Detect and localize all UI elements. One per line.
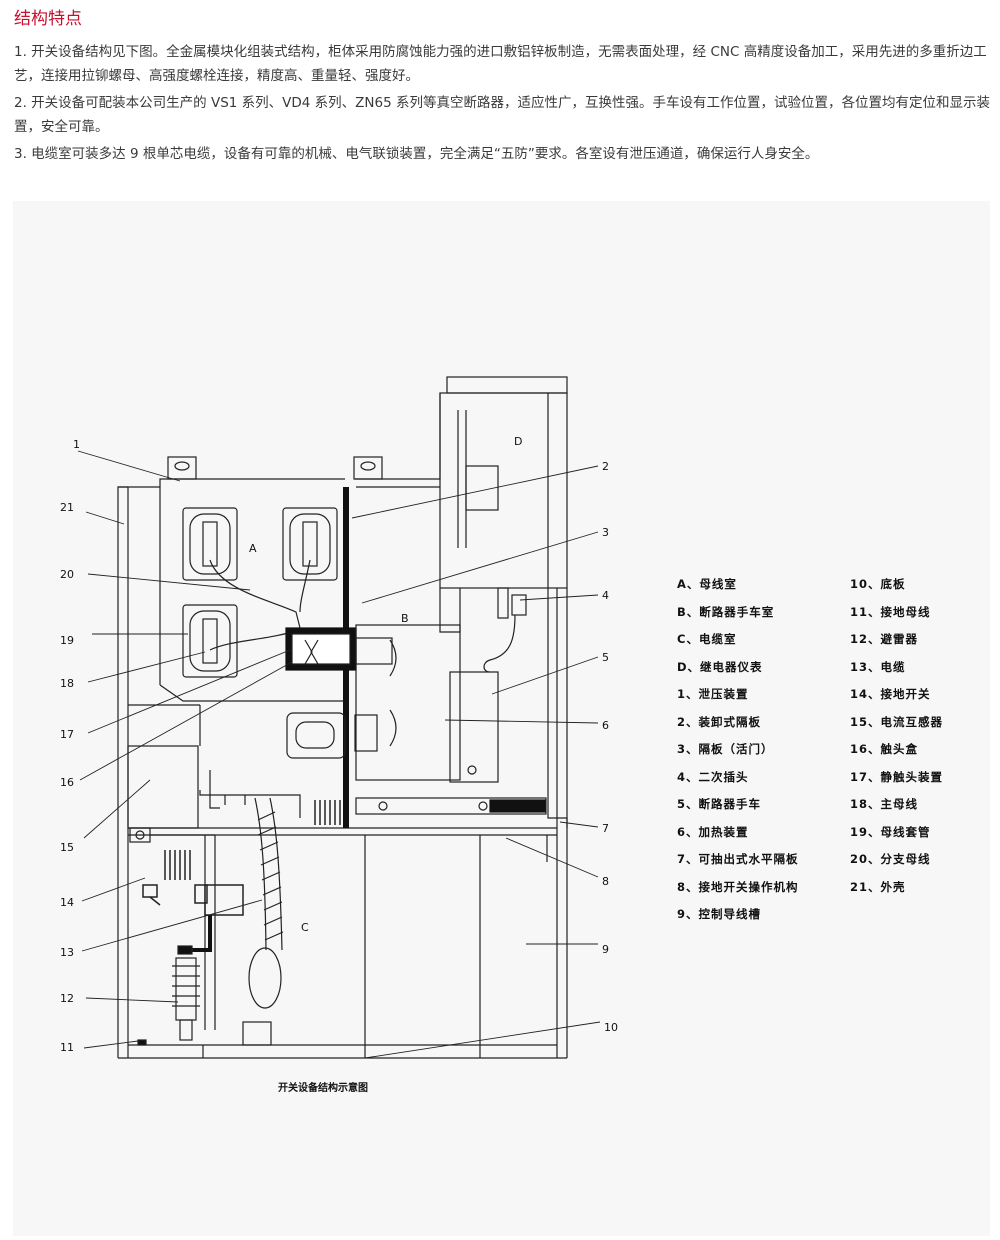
legend-item: 14、接地开关 [850, 687, 931, 701]
earth-bus [137, 1039, 147, 1046]
callout-17: 17 [60, 728, 74, 741]
legend-item: 16、触头盒 [850, 742, 919, 756]
callout-16: 16 [60, 776, 74, 789]
legend-item: B、断路器手车室 [677, 604, 775, 619]
legend-item: 3、隔板（活门） [677, 742, 774, 756]
callout-11: 11 [60, 1041, 74, 1054]
legend-right-column: 10、底板 11、接地母线 12、避雷器 13、电缆 14、接地开关 15、电流… [850, 571, 943, 901]
lifting-lugs [167, 456, 383, 480]
compartment-labels: A B C D [249, 435, 522, 934]
callout-3: 3 [602, 526, 609, 539]
legend-item: 8、接地开关操作机构 [677, 879, 799, 894]
callout-9: 9 [602, 943, 609, 956]
callout-14: 14 [60, 896, 74, 909]
breaker-truck [286, 587, 547, 815]
callout-numbers: 1 2 3 4 5 6 7 8 9 10 11 12 13 14 15 16 1… [60, 438, 618, 1054]
callout-20: 20 [60, 568, 74, 581]
compartment-label-b: B [401, 612, 409, 625]
horizontal-partition [128, 827, 557, 1045]
legend-item: 20、分支母线 [850, 852, 931, 866]
switchgear-diagram-figure: A B C D 1 2 3 4 5 6 7 8 9 10 11 12 13 14… [13, 201, 990, 1236]
cabinet-shell [117, 376, 568, 1059]
heater-coil [314, 800, 341, 825]
legend-item: 10、底板 [850, 577, 906, 591]
callout-5: 5 [602, 651, 609, 664]
legend-item: 5、断路器手车 [677, 797, 762, 811]
contact-box [285, 627, 393, 671]
legend-item: 6、加热装置 [677, 824, 749, 839]
callout-15: 15 [60, 841, 74, 854]
diagram-caption: 开关设备结构示意图 [278, 1083, 368, 1094]
legend-item: 13、电缆 [850, 659, 906, 674]
legend-item: A、母线室 [677, 577, 737, 591]
legend-item: D、继电器仪表 [677, 659, 763, 674]
legend-item: 19、母线套管 [850, 824, 931, 839]
legend-item: 2、装卸式隔板 [677, 714, 762, 729]
callout-12: 12 [60, 992, 74, 1005]
leader-lines [77, 450, 601, 1059]
callout-18: 18 [60, 677, 74, 690]
surge-arrester [172, 915, 212, 1041]
callout-4: 4 [602, 589, 609, 602]
callout-19: 19 [60, 634, 74, 647]
busbar-bushings [182, 507, 338, 678]
legend-item: 4、二次插头 [677, 769, 749, 784]
compartment-label-a: A [249, 542, 257, 555]
legend-left-column: A、母线室 B、断路器手车室 C、电缆室 D、继电器仪表 1、泄压装置 2、装卸… [677, 571, 799, 929]
callout-10: 10 [604, 1021, 618, 1034]
paragraph-2: 2. 开关设备可配装本公司生产的 VS1 系列、VD4 系列、ZN65 系列等真… [14, 95, 990, 135]
cable [242, 797, 284, 1046]
callout-1: 1 [73, 438, 80, 451]
legend-item: 17、静触头装置 [850, 769, 944, 784]
legend-item: 1、泄压装置 [677, 687, 749, 701]
callout-2: 2 [602, 460, 609, 473]
switchgear-drawing: A B C D 1 2 3 4 5 6 7 8 9 10 11 12 13 14… [60, 376, 618, 1059]
compartment-label-d: D [514, 435, 522, 448]
compartment-label-c: C [301, 921, 309, 934]
legend-item: 15、电流互感器 [850, 714, 944, 729]
legend-item: 7、可抽出式水平隔板 [677, 852, 799, 866]
callout-8: 8 [602, 875, 609, 888]
earthing-switch [142, 850, 244, 916]
paragraph-1: 1. 开关设备结构见下图。全金属模块化组装式结构，柜体采用防腐蚀能力强的进口敷铝… [14, 44, 987, 84]
callout-21: 21 [60, 501, 74, 514]
legend-item: 21、外壳 [850, 879, 906, 894]
legend-item: 18、主母线 [850, 797, 919, 811]
legend-item: 9、控制导线槽 [677, 907, 762, 921]
callout-7: 7 [602, 822, 609, 835]
callout-13: 13 [60, 946, 74, 959]
legend-item: C、电缆室 [677, 632, 737, 646]
legend-item: 12、避雷器 [850, 632, 919, 646]
section-heading: 结构特点 [14, 9, 82, 29]
paragraph-3: 3. 电缆室可装多达 9 根单芯电缆，设备有可靠的机械、电气联锁装置，完全满足“… [14, 146, 819, 162]
lower-left-equipment [127, 704, 301, 1030]
callout-6: 6 [602, 719, 609, 732]
legend-item: 11、接地母线 [850, 604, 931, 619]
